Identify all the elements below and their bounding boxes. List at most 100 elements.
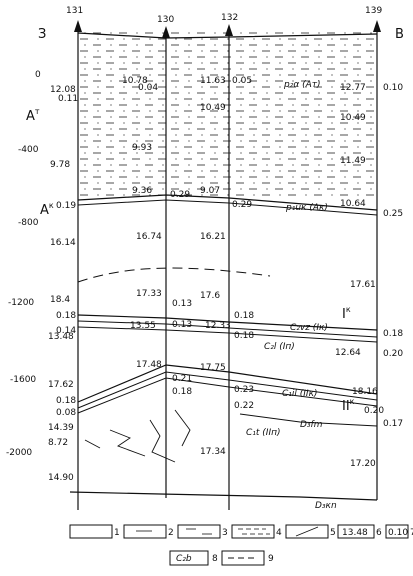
svg-text:6: 6 xyxy=(376,528,382,538)
svg-text:0.29: 0.29 xyxy=(232,200,252,210)
svg-text:0.10: 0.10 xyxy=(388,528,408,538)
svg-text:10.49: 10.49 xyxy=(200,103,226,113)
values-well-139: 0.10 12.77 10.49 11.49 10.64 0.25 17.61 … xyxy=(335,83,403,469)
svg-text:0.17: 0.17 xyxy=(383,419,403,429)
svg-text:10.78: 10.78 xyxy=(122,76,148,86)
formation-d3fm: D₃fm xyxy=(300,420,323,430)
svg-text:14.39: 14.39 xyxy=(48,423,74,433)
svg-text:17.48: 17.48 xyxy=(136,360,162,370)
svg-text:13.48: 13.48 xyxy=(342,528,368,538)
formation-c2vz: C₂vz (Iк) xyxy=(290,323,328,333)
legend: 1 2 3 4 5 13.48 6 0.10 7 C₂b 8 9 xyxy=(69,524,413,566)
svg-text:12.33: 12.33 xyxy=(205,321,231,331)
svg-text:13.55: 13.55 xyxy=(130,321,156,331)
svg-text:0.18: 0.18 xyxy=(383,329,403,339)
svg-text:9.07: 9.07 xyxy=(200,186,220,196)
svg-text:17.6: 17.6 xyxy=(200,291,220,301)
svg-text:0.14: 0.14 xyxy=(56,326,76,336)
well-139-label: 139 xyxy=(365,6,382,16)
svg-text:8.72: 8.72 xyxy=(48,438,68,448)
well-130-label: 130 xyxy=(157,15,174,25)
svg-text:0.18: 0.18 xyxy=(234,331,254,341)
svg-text:0.29: 0.29 xyxy=(170,190,190,200)
svg-text:8: 8 xyxy=(212,554,218,564)
dashed-boundary xyxy=(77,267,271,283)
well-132-label: 132 xyxy=(221,13,238,23)
svg-text:C₂b: C₂b xyxy=(176,554,192,564)
horizon-a-t: Aт xyxy=(26,107,40,124)
svg-text:0.08: 0.08 xyxy=(56,408,76,418)
svg-text:17.20: 17.20 xyxy=(350,459,376,469)
horizon-i-k: Iк xyxy=(342,305,351,322)
svg-text:0.13: 0.13 xyxy=(172,320,192,330)
svg-text:0.20: 0.20 xyxy=(364,406,384,416)
depth-axis: 0 -400 -800 -1200 -1600 -2000 xyxy=(6,70,41,458)
svg-text:0.05: 0.05 xyxy=(232,76,252,86)
svg-text:17.75: 17.75 xyxy=(200,363,226,373)
depth-tick-2000: -2000 xyxy=(6,448,32,458)
svg-text:16.74: 16.74 xyxy=(136,232,162,242)
svg-text:17.33: 17.33 xyxy=(136,289,162,299)
salt-unit-fill xyxy=(76,28,378,200)
svg-text:0.10: 0.10 xyxy=(383,83,403,93)
svg-text:17.62: 17.62 xyxy=(48,380,74,390)
svg-text:12.64: 12.64 xyxy=(335,348,361,358)
formation-d3kn: D₃кn xyxy=(315,501,337,511)
values-well-130: 10.78 0.04 9.93 9.36 0.29 16.74 17.33 0.… xyxy=(122,76,192,397)
svg-text:18.4: 18.4 xyxy=(50,295,70,305)
svg-text:0.19: 0.19 xyxy=(56,201,76,211)
depth-tick-400: -400 xyxy=(18,145,39,155)
depth-tick-800: -800 xyxy=(18,218,39,228)
svg-text:0.22: 0.22 xyxy=(234,401,254,411)
svg-text:13.48: 13.48 xyxy=(48,332,74,342)
profile-end-west: З xyxy=(38,27,46,42)
svg-text:12.77: 12.77 xyxy=(340,83,366,93)
horizon-a-k: Aк xyxy=(40,201,54,218)
formation-p-a: p₂α (Aт) xyxy=(283,80,321,90)
svg-text:2: 2 xyxy=(168,528,174,538)
formation-c2l: C₂l (Iп) xyxy=(264,342,295,352)
formation-p-uk: p₁uк (Aк) xyxy=(285,203,328,213)
svg-text:0.04: 0.04 xyxy=(138,83,158,93)
formation-c1t: C₁t (IIп) xyxy=(246,428,281,438)
formation-c1il: C₁il (IIк) xyxy=(282,389,318,399)
profile-end-east: В xyxy=(395,27,404,42)
svg-text:11.49: 11.49 xyxy=(340,156,366,166)
svg-text:0.18: 0.18 xyxy=(234,311,254,321)
svg-text:0.18: 0.18 xyxy=(56,311,76,321)
svg-text:0.23: 0.23 xyxy=(234,385,254,395)
svg-text:16.21: 16.21 xyxy=(200,232,226,242)
svg-text:12.08: 12.08 xyxy=(50,85,76,95)
svg-text:1: 1 xyxy=(114,528,120,538)
depth-tick-0: 0 xyxy=(35,70,41,80)
fault-marks xyxy=(84,409,191,463)
horizon-ii-k: IIк xyxy=(342,397,355,414)
svg-text:0.25: 0.25 xyxy=(383,209,403,219)
svg-text:4: 4 xyxy=(276,528,282,538)
svg-text:10.49: 10.49 xyxy=(340,113,366,123)
svg-text:7: 7 xyxy=(410,528,413,538)
svg-text:0.13: 0.13 xyxy=(172,299,192,309)
svg-text:9.36: 9.36 xyxy=(132,186,152,196)
values-well-131: 12.08 0.11 9.78 0.19 16.14 18.4 0.18 13.… xyxy=(48,85,78,483)
svg-text:16.14: 16.14 xyxy=(50,238,76,248)
svg-text:0.18: 0.18 xyxy=(56,396,76,406)
svg-text:0.18: 0.18 xyxy=(172,387,192,397)
svg-text:5: 5 xyxy=(330,528,336,538)
values-well-132: 11.63 0.05 10.49 9.07 0.29 16.21 17.6 0.… xyxy=(200,76,254,457)
depth-tick-1600: -1600 xyxy=(10,375,36,385)
svg-text:3: 3 xyxy=(222,528,228,538)
horizon-lines xyxy=(69,32,378,501)
depth-tick-1200: -1200 xyxy=(8,298,34,308)
svg-text:17.61: 17.61 xyxy=(350,280,376,290)
svg-text:9.93: 9.93 xyxy=(132,143,152,153)
svg-text:14.90: 14.90 xyxy=(48,473,74,483)
svg-text:10.64: 10.64 xyxy=(340,199,366,209)
svg-text:9: 9 xyxy=(268,554,274,564)
svg-text:17.34: 17.34 xyxy=(200,447,226,457)
well-131-label: 131 xyxy=(66,6,83,16)
svg-text:0.11: 0.11 xyxy=(58,94,78,104)
svg-text:0.20: 0.20 xyxy=(383,349,403,359)
well-lines xyxy=(74,20,381,510)
